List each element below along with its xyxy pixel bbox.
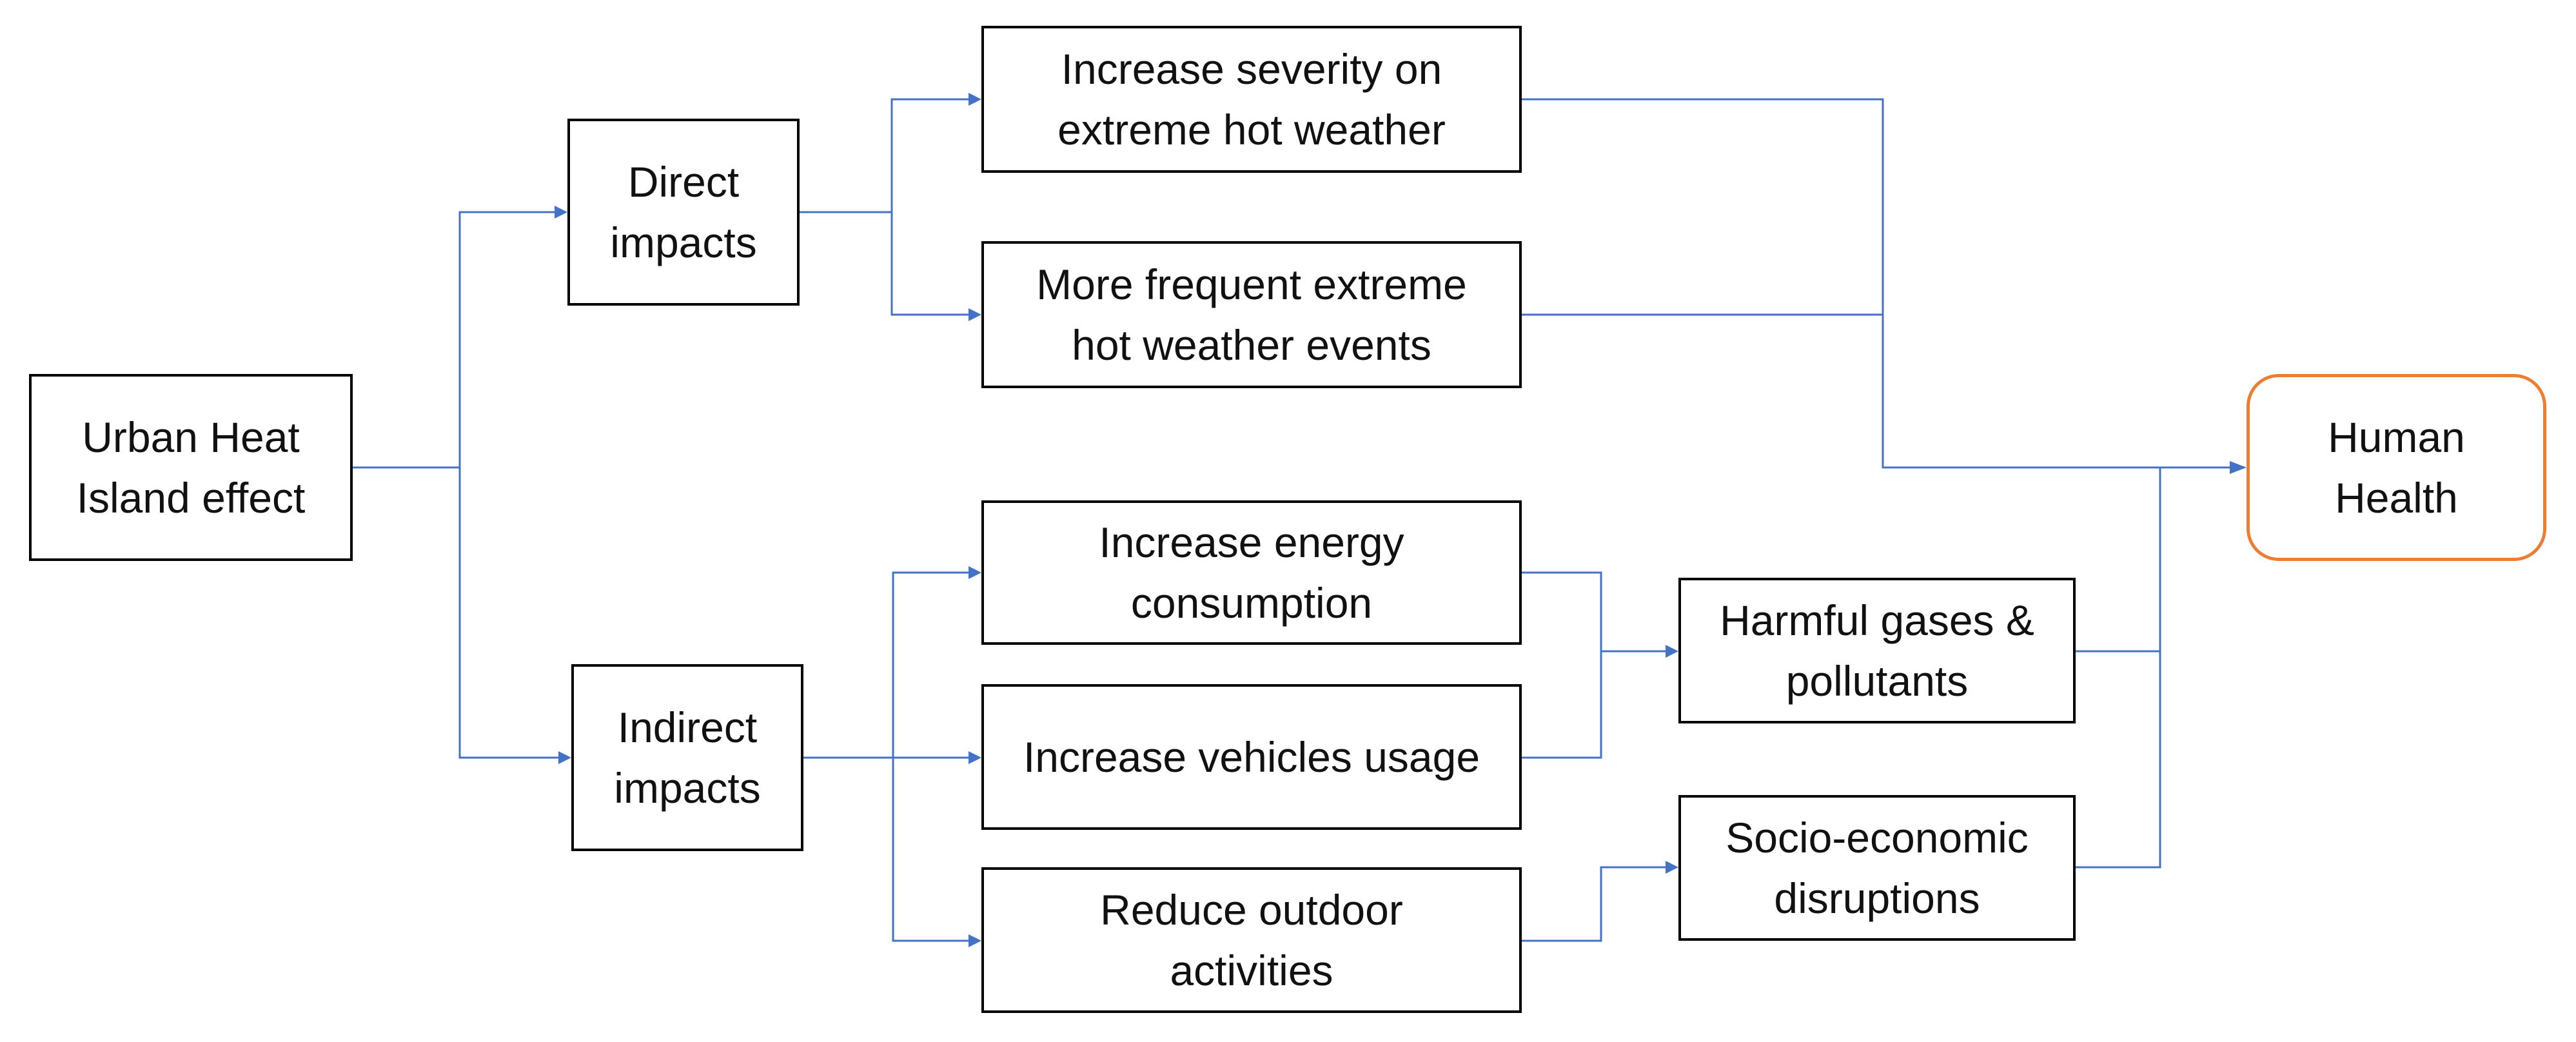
label-line: Harmful gases & bbox=[1720, 596, 2034, 644]
label-line: impacts bbox=[610, 219, 757, 266]
node-more-frequent-events: More frequent extreme hot weather events bbox=[981, 241, 1522, 388]
node-direct-impacts: Direct impacts bbox=[567, 119, 800, 306]
arrowhead bbox=[968, 934, 981, 947]
label-line: Indirect bbox=[617, 703, 758, 751]
edge-outdoor-to-socio bbox=[1522, 861, 1678, 942]
node-increase-energy: Increase energy consumption bbox=[981, 500, 1522, 645]
edge-direct-to-severity bbox=[800, 93, 981, 213]
arrowhead bbox=[2230, 461, 2247, 474]
node-direct-impacts-text: Direct impacts bbox=[610, 152, 756, 273]
edge-indirect-to-energy bbox=[803, 566, 981, 759]
label-line: Island effect bbox=[76, 474, 306, 522]
arrowhead bbox=[555, 206, 567, 219]
edge-severity-to-health bbox=[1522, 98, 2247, 474]
node-indirect-impacts-text: Indirect impacts bbox=[614, 697, 760, 818]
label-line: Reduce outdoor bbox=[1100, 886, 1403, 934]
label-line: consumption bbox=[1130, 579, 1373, 627]
edge-gases-to-health bbox=[2076, 467, 2161, 653]
edge-uhi-to-indirect bbox=[458, 467, 571, 764]
edge-direct-to-frequent bbox=[890, 212, 981, 321]
label-line: hot weather events bbox=[1072, 321, 1431, 369]
edge-socio-to-health bbox=[2076, 651, 2161, 869]
edge-energy-to-gases bbox=[1522, 571, 1678, 658]
arrowhead bbox=[968, 751, 981, 764]
node-increase-severity: Increase severity on extreme hot weather bbox=[981, 26, 1522, 173]
label-line: Direct bbox=[627, 158, 740, 206]
arrowhead bbox=[968, 93, 981, 106]
label-line: impacts bbox=[614, 764, 761, 812]
node-indirect-impacts: Indirect impacts bbox=[571, 664, 803, 851]
node-urban-heat-island: Urban Heat Island effect bbox=[29, 374, 353, 561]
node-more-frequent-events-text: More frequent extreme hot weather events bbox=[1036, 254, 1467, 375]
node-reduce-outdoor: Reduce outdoor activities bbox=[981, 867, 1522, 1013]
node-harmful-gases: Harmful gases & pollutants bbox=[1678, 578, 2076, 723]
node-urban-heat-island-text: Urban Heat Island effect bbox=[77, 407, 306, 528]
arrowhead bbox=[968, 566, 981, 579]
node-harmful-gases-text: Harmful gases & pollutants bbox=[1720, 590, 2034, 711]
arrowhead bbox=[1666, 645, 1678, 658]
label-line: More frequent extreme bbox=[1036, 260, 1467, 308]
node-human-health: Human Health bbox=[2247, 374, 2546, 561]
label-line: Increase vehicles usage bbox=[1023, 733, 1480, 781]
label-line: disruptions bbox=[1774, 874, 1980, 922]
arrowhead bbox=[968, 308, 981, 321]
label-line: Increase severity on bbox=[1061, 45, 1442, 93]
node-increase-severity-text: Increase severity on extreme hot weather bbox=[1057, 39, 1446, 160]
label-line: Human bbox=[2328, 413, 2465, 461]
label-line: Urban Heat bbox=[82, 413, 300, 461]
node-reduce-outdoor-text: Reduce outdoor activities bbox=[1100, 880, 1403, 1001]
edge-indirect-to-outdoor bbox=[892, 758, 981, 947]
label-line: Socio-economic bbox=[1726, 814, 2029, 861]
arrowhead bbox=[558, 751, 571, 764]
label-line: activities bbox=[1170, 947, 1333, 994]
label-line: extreme hot weather bbox=[1057, 106, 1446, 153]
node-increase-vehicles: Increase vehicles usage bbox=[981, 684, 1522, 830]
node-increase-vehicles-text: Increase vehicles usage bbox=[1023, 727, 1480, 787]
edge-vehicles-to-gases bbox=[1522, 651, 1602, 759]
label-line: pollutants bbox=[1785, 657, 1969, 705]
edge-uhi-to-direct bbox=[353, 206, 567, 469]
label-line: Health bbox=[2335, 474, 2458, 522]
node-socio-economic-text: Socio-economic disruptions bbox=[1726, 807, 2029, 929]
node-human-health-text: Human Health bbox=[2328, 407, 2465, 528]
label-line: Increase energy bbox=[1099, 518, 1404, 566]
node-increase-energy-text: Increase energy consumption bbox=[1099, 512, 1404, 633]
edge-indirect-to-vehicles bbox=[893, 751, 981, 764]
arrowhead bbox=[1666, 861, 1678, 874]
node-socio-economic: Socio-economic disruptions bbox=[1678, 795, 2076, 941]
